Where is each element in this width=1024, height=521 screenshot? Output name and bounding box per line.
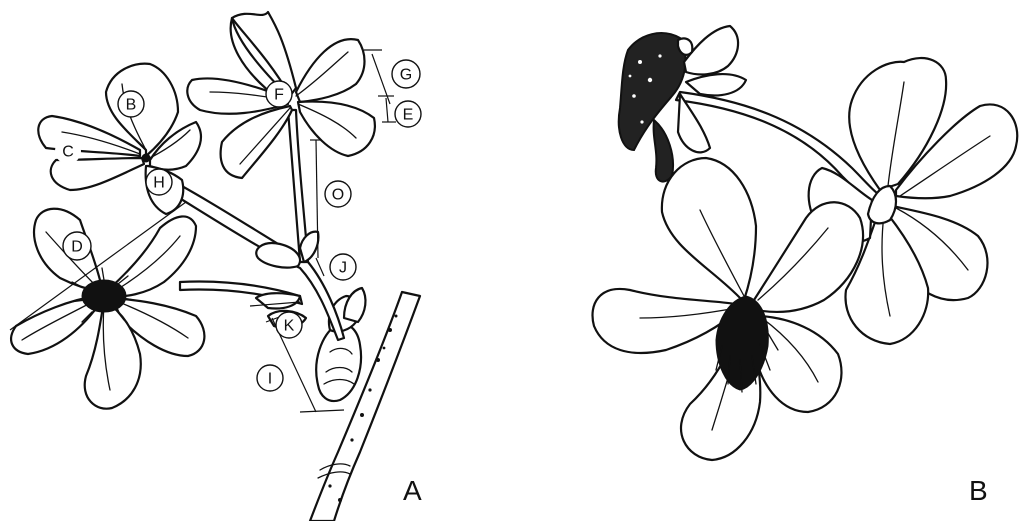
panel-label-a: A [403,475,422,506]
svg-text:G: G [400,67,412,84]
svg-text:J: J [339,260,347,277]
label-j: J [330,254,356,280]
label-b: B [118,91,144,117]
label-i: I [257,365,283,391]
label-d: D [63,232,91,260]
front-flower [593,158,863,460]
svg-text:O: O [332,187,344,204]
label-g: G [392,60,420,88]
right-flower [809,58,1018,344]
svg-text:E: E [403,107,414,124]
svg-text:F: F [274,87,284,104]
svg-text:C: C [62,144,74,161]
svg-text:B: B [126,97,137,114]
panel-label-b: B [969,475,988,506]
panel-b-illustration: B [593,26,1018,506]
label-e: E [395,101,421,127]
flower-bc [38,64,201,214]
svg-text:H: H [153,175,165,192]
label-h: H [146,169,172,195]
svg-text:D: D [71,239,83,256]
label-f: F [266,81,292,107]
panel-a-illustration: B C D E F G H I [10,12,422,521]
label-c: C [55,138,81,164]
svg-text:I: I [268,371,272,388]
svg-text:K: K [284,318,295,335]
label-k: K [276,312,302,338]
label-o: O [325,181,351,207]
